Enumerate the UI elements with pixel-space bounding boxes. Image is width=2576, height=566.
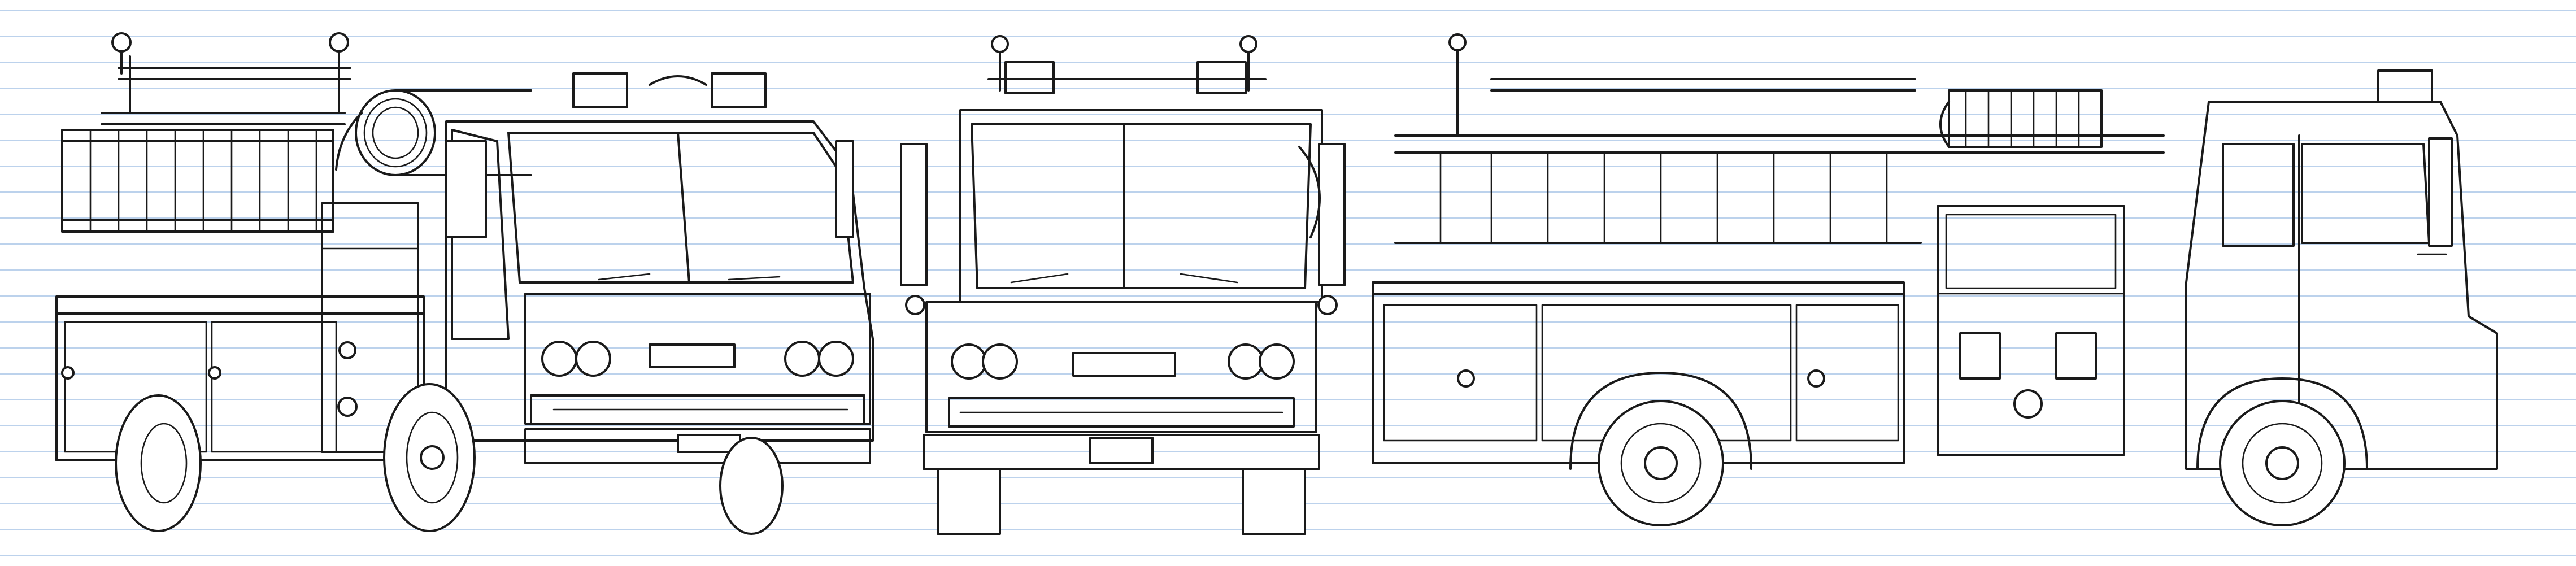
front-cab — [900, 109, 1346, 315]
three-quarter-view-truck — [55, 32, 874, 535]
side-view-truck — [1372, 33, 2498, 526]
side-ladder — [61, 112, 346, 233]
side-ladder-rack — [1394, 33, 2165, 244]
front-roof-lights — [987, 35, 1267, 94]
front-grille — [524, 293, 871, 464]
side-body — [1372, 205, 2125, 464]
side-cab — [2185, 69, 2498, 470]
side-wheels — [1569, 372, 2368, 526]
cab — [445, 72, 874, 442]
body-compartments — [55, 202, 425, 461]
ladder-rack — [111, 32, 351, 114]
front-wheels — [937, 468, 1306, 535]
wheels — [115, 383, 784, 535]
side-hose-reel — [1939, 89, 2103, 148]
front-view-truck — [900, 35, 1346, 535]
front-grille-lights — [923, 301, 1320, 470]
